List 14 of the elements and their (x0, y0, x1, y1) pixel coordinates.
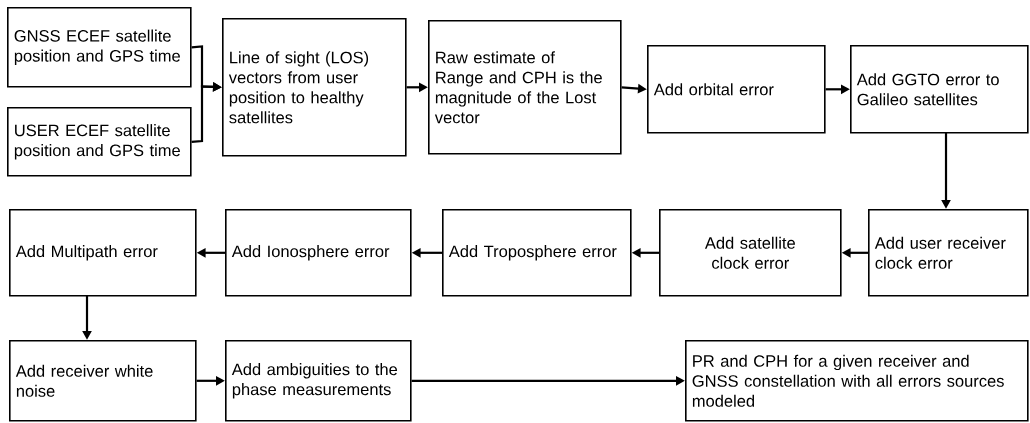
process-box: Add Multipath error (9, 209, 197, 297)
process-box: PR and CPH for a given receiver and GNSS constellation with all errors sources modeled (685, 340, 1029, 422)
process-box: Raw estimate of Range and CPH is the magnitude of the Lost vector (428, 20, 622, 155)
process-box: Line of sight (LOS) vectors from user position to healthy satellites (222, 18, 407, 157)
process-box: USER ECEF satellite position and GPS time (7, 107, 192, 177)
process-box: Add ambiguities to the phase measurements (225, 340, 412, 422)
process-box: Add receiver white noise (9, 340, 197, 422)
process-box: Add orbital error (647, 45, 826, 134)
process-box: Add Ionosphere error (225, 209, 412, 297)
process-box: Add user receiver clock error (868, 209, 1029, 297)
process-box: Add Troposphere error (442, 209, 632, 297)
process-box: Add satellite clock error (659, 209, 842, 297)
process-box: Add GGTO error to Galileo satellites (850, 45, 1029, 134)
process-box: GNSS ECEF satellite position and GPS time (7, 7, 192, 88)
